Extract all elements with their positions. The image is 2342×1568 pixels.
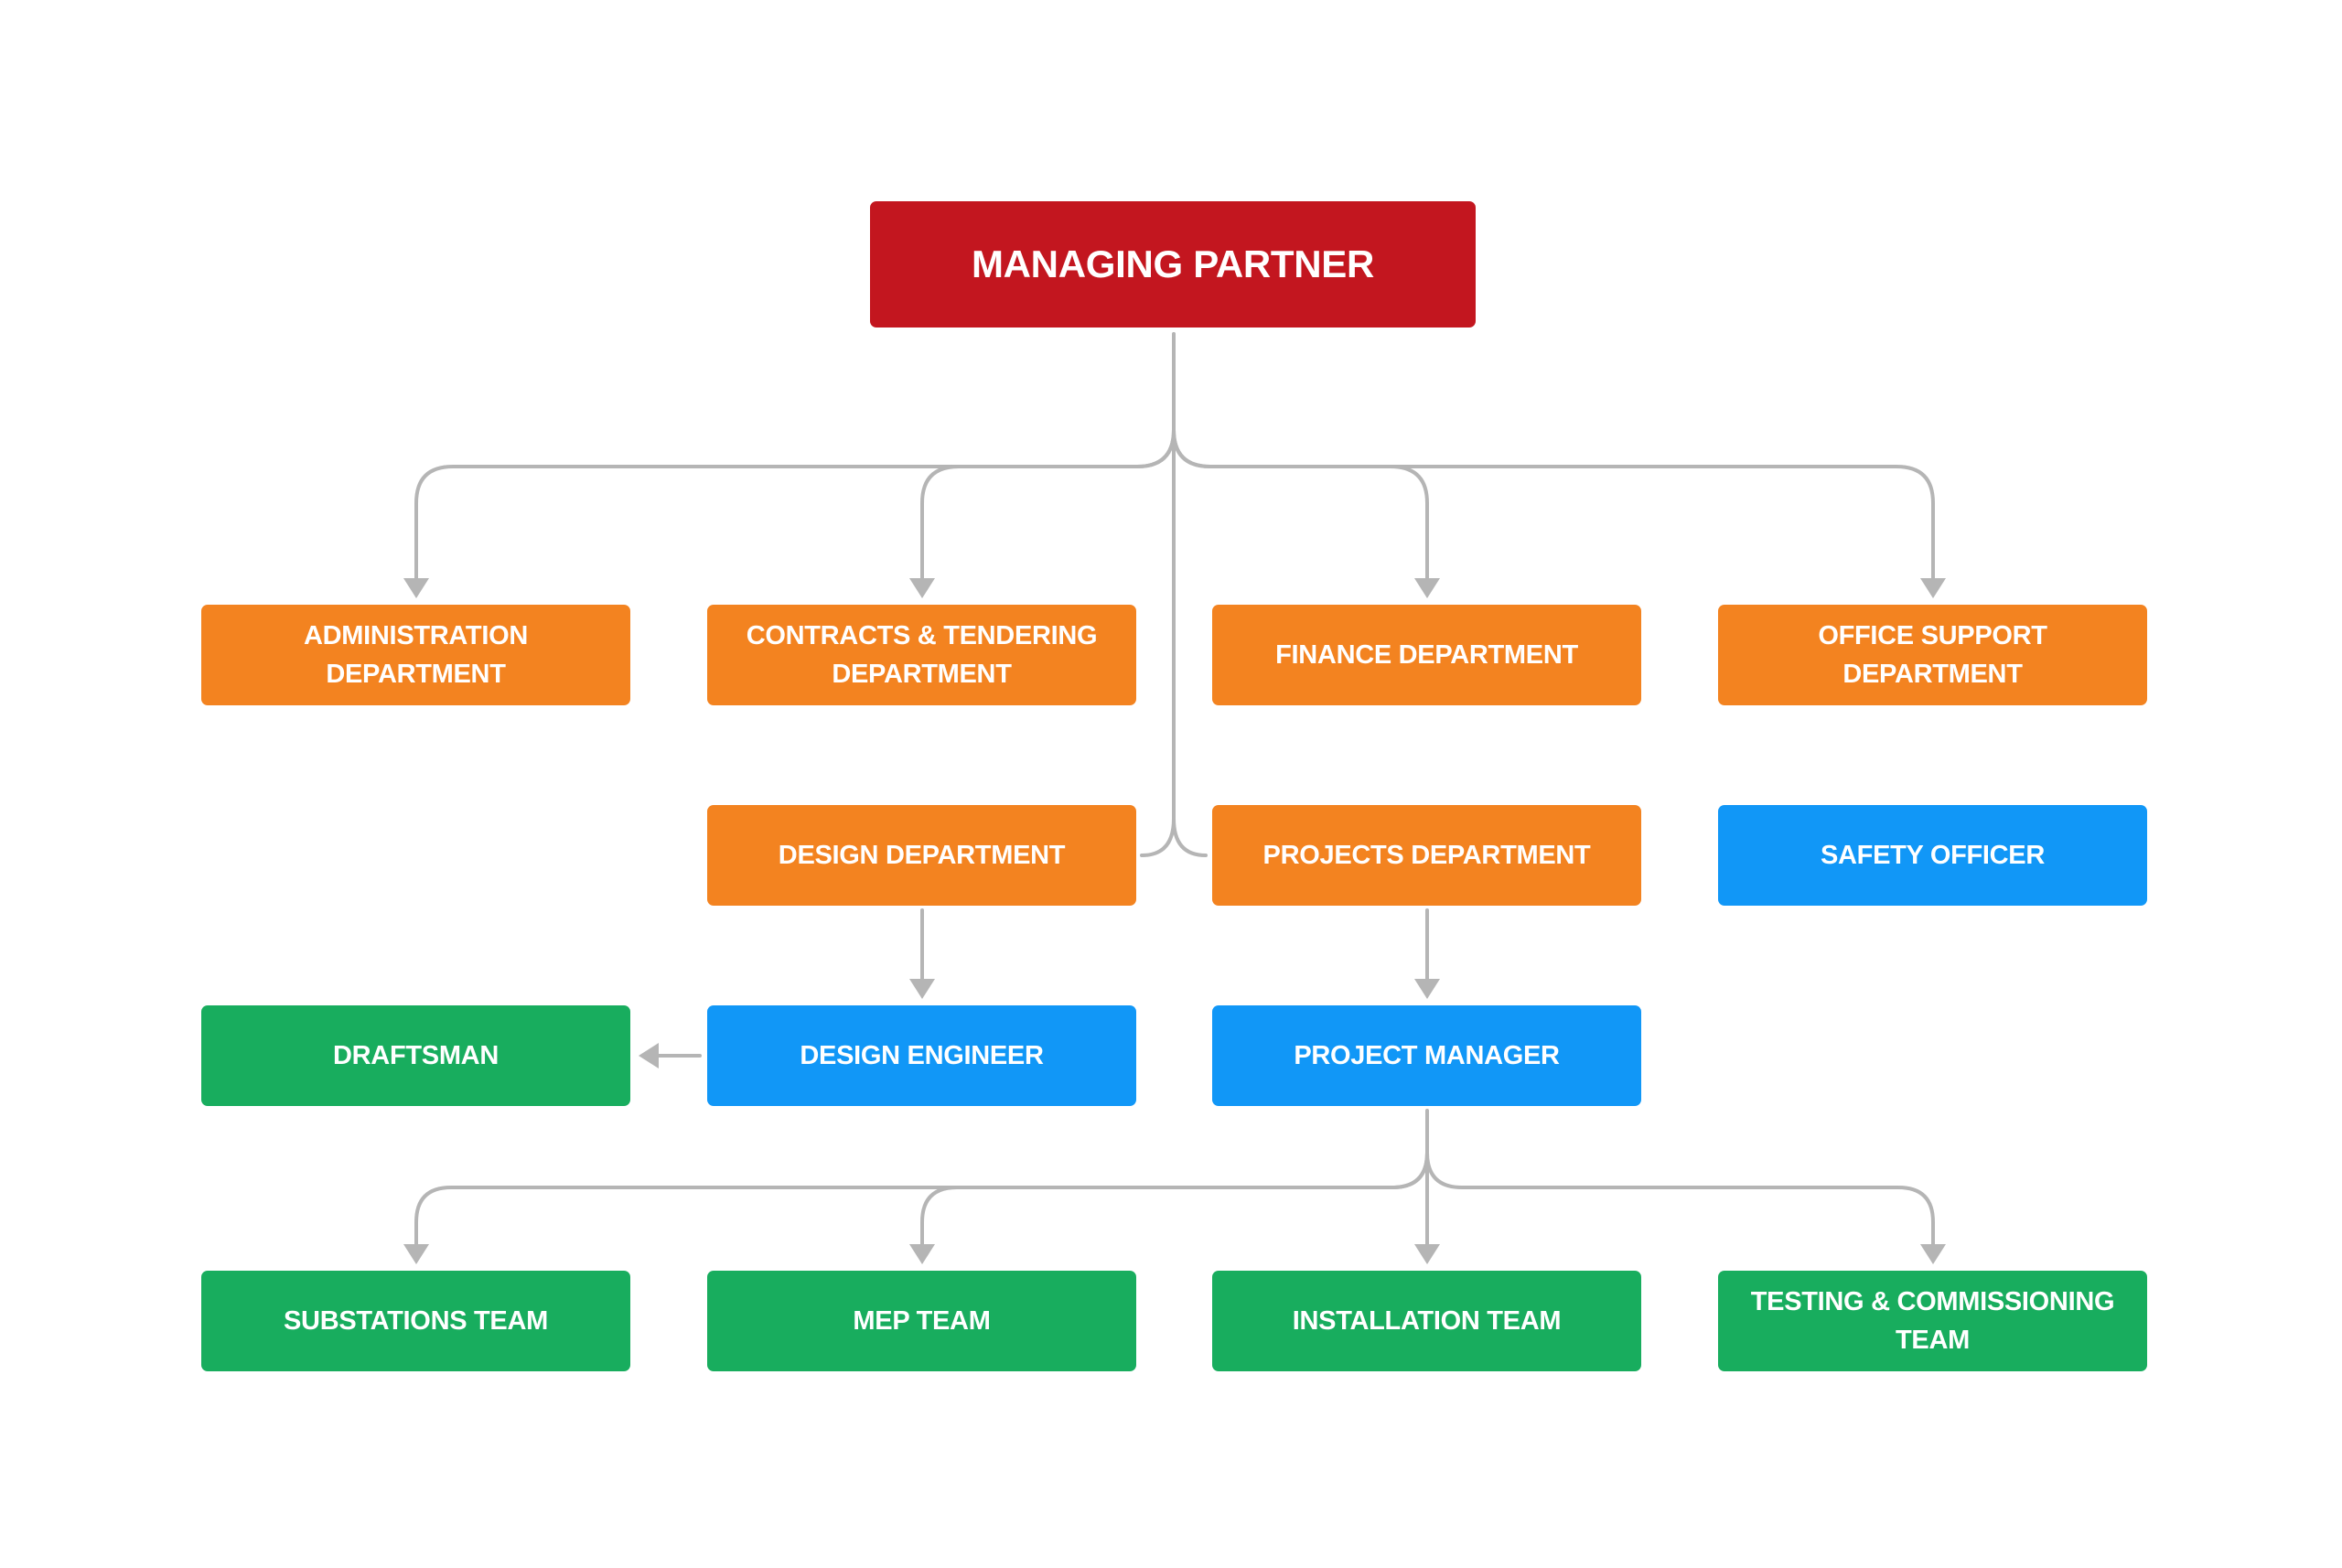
node-label: INSTALLATION TEAM (1292, 1305, 1562, 1336)
node-testing-commissioning-team: TESTING & COMMISSIONING TEAM (1718, 1271, 2147, 1371)
node-design-department: DESIGN DEPARTMENT (707, 805, 1136, 906)
node-label: ADMINISTRATION DEPARTMENT (304, 620, 528, 689)
node-draftsman: DRAFTSMAN (201, 1005, 630, 1106)
node-finance-department: FINANCE DEPARTMENT (1212, 605, 1641, 705)
node-label: MEP TEAM (853, 1305, 991, 1336)
arrowhead-installation (1414, 1244, 1440, 1264)
arrowhead-administration (403, 578, 429, 598)
connector-to-design-and-projects (1140, 428, 1208, 857)
node-label: SUBSTATIONS TEAM (284, 1305, 548, 1336)
connector-to-mep (920, 1151, 1429, 1255)
node-label: PROJECTS DEPARTMENT (1262, 840, 1591, 870)
node-managing-partner: MANAGING PARTNER (870, 201, 1476, 328)
connector-to-administration (414, 428, 1176, 587)
node-label: PROJECT MANAGER (1294, 1040, 1560, 1070)
arrowhead-finance (1414, 578, 1440, 598)
node-label: DRAFTSMAN (333, 1040, 499, 1070)
arrowhead-office-support (1920, 578, 1946, 598)
node-label: FINANCE DEPARTMENT (1275, 639, 1578, 670)
arrowhead-substations (403, 1244, 429, 1264)
arrowhead-contracts (909, 578, 935, 598)
node-label: CONTRACTS & TENDERING DEPARTMENT (746, 620, 1098, 689)
node-label: SAFETY OFFICER (1820, 840, 2045, 870)
arrowhead-testing (1920, 1244, 1946, 1264)
node-project-manager: PROJECT MANAGER (1212, 1005, 1641, 1106)
node-design-engineer: DESIGN ENGINEER (707, 1005, 1136, 1106)
node-substations-team: SUBSTATIONS TEAM (201, 1271, 630, 1371)
node-installation-team: INSTALLATION TEAM (1212, 1271, 1641, 1371)
node-label: TESTING & COMMISSIONING TEAM (1750, 1286, 2115, 1355)
node-projects-department: PROJECTS DEPARTMENT (1212, 805, 1641, 906)
node-office-support-department: OFFICE SUPPORT DEPARTMENT (1718, 605, 2147, 705)
node-label: MANAGING PARTNER (971, 242, 1375, 285)
node-safety-officer: SAFETY OFFICER (1718, 805, 2147, 906)
arrowhead-mep (909, 1244, 935, 1264)
node-contracts-tendering-department: CONTRACTS & TENDERING DEPARTMENT (707, 605, 1136, 705)
node-label: OFFICE SUPPORT DEPARTMENT (1818, 620, 2047, 689)
connector-to-finance (1172, 428, 1429, 587)
connector-to-office-support (1172, 428, 1935, 587)
node-label: DESIGN DEPARTMENT (778, 840, 1066, 870)
arrowhead-design-engineer (909, 979, 935, 999)
node-mep-team: MEP TEAM (707, 1271, 1136, 1371)
node-administration-department: ADMINISTRATION DEPARTMENT (201, 605, 630, 705)
arrowhead-draftsman (639, 1043, 659, 1069)
connector-to-contracts (920, 428, 1176, 587)
node-label: DESIGN ENGINEER (800, 1040, 1044, 1070)
connector-to-testing (1425, 1151, 1935, 1255)
arrowhead-project-manager (1414, 979, 1440, 999)
